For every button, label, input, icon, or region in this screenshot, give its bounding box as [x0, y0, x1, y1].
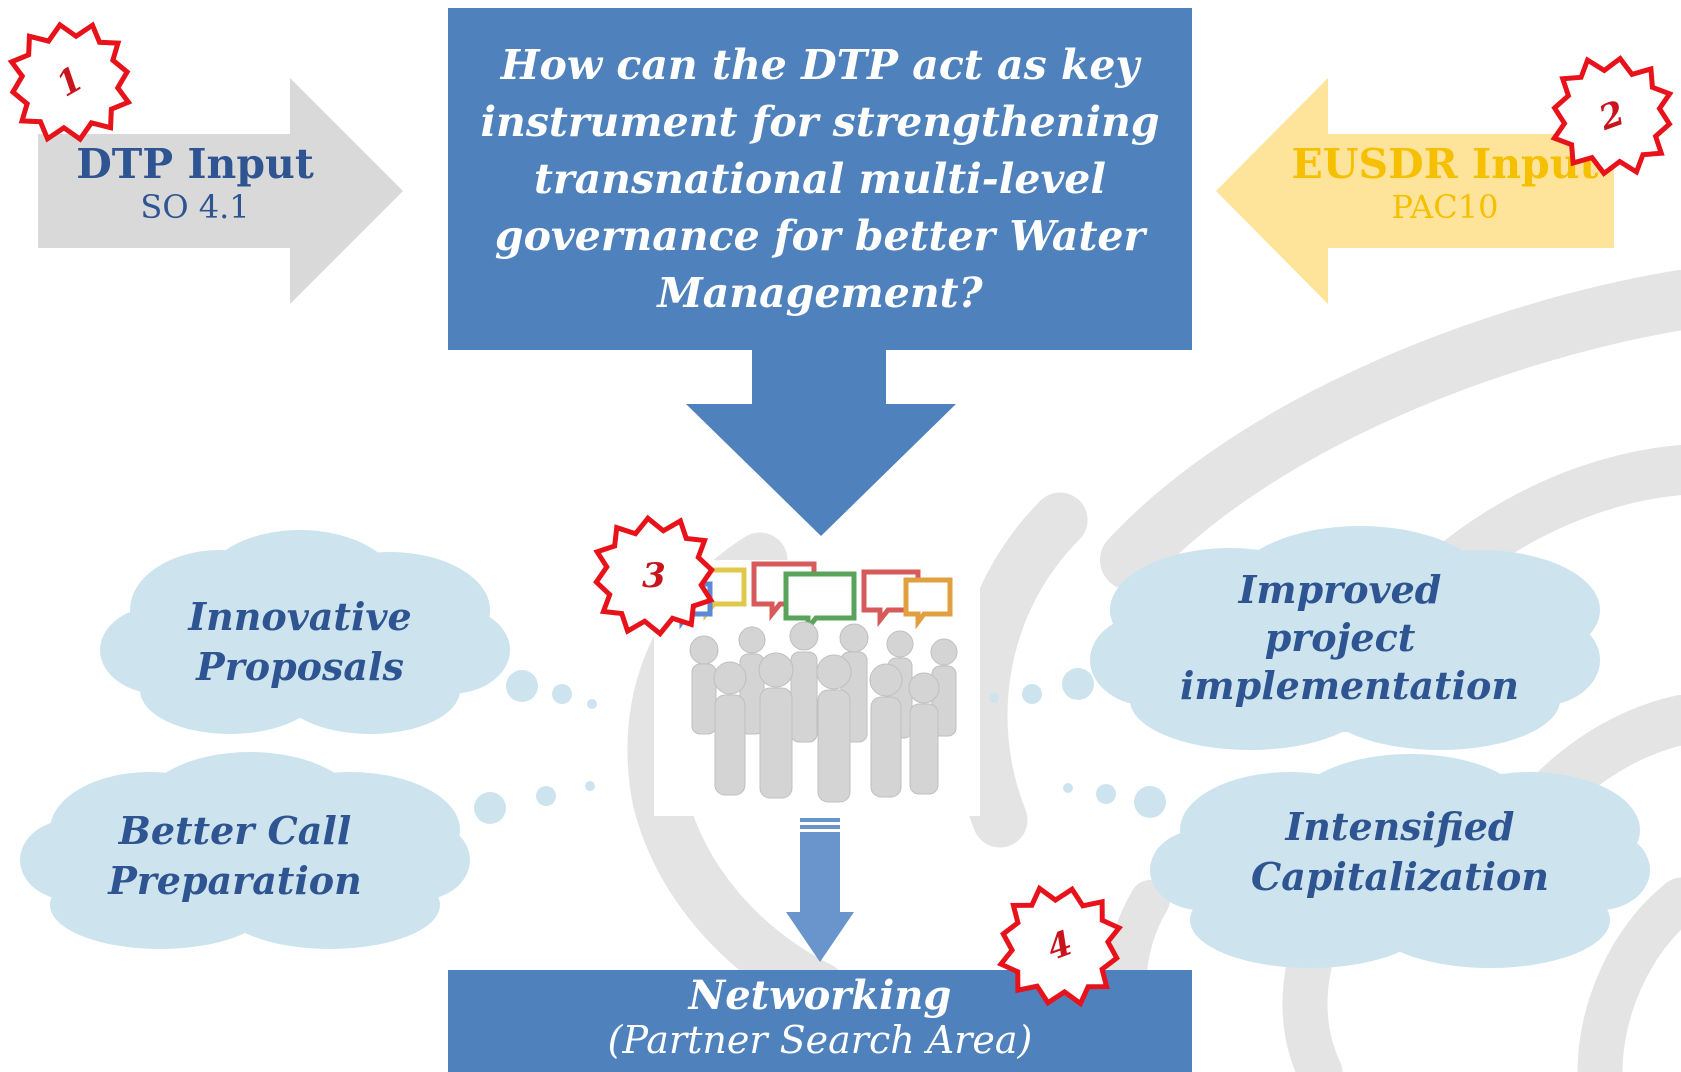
- main-question: How can the DTP act as key instrument fo…: [448, 8, 1192, 350]
- cloud-improved: [989, 526, 1600, 750]
- networking-subtitle: (Partner Search Area): [607, 1018, 1033, 1062]
- cloud-better-call-line2: Preparation: [108, 858, 362, 903]
- cloud-better-call: [20, 752, 595, 949]
- cloud-intensified: [1063, 754, 1650, 968]
- cloud-better-call-text: Better Call Preparation: [80, 806, 390, 906]
- main-question-box: [448, 8, 1192, 350]
- eusdr-input-label: EUSDR Input PAC10: [1270, 140, 1620, 226]
- cloud-better-call-line1: Better Call: [118, 808, 352, 853]
- down-arrow: [686, 350, 956, 536]
- small-down-arrow: [786, 818, 854, 962]
- cloud-innovative-line1: Innovative: [188, 594, 412, 639]
- eusdr-input-subtitle: PAC10: [1391, 188, 1499, 226]
- badge-3: 3: [590, 512, 717, 639]
- networking-title: Networking: [688, 972, 952, 1019]
- cloud-intensified-text: Intensified Capitalization: [1240, 802, 1560, 902]
- cloud-improved-line2: project: [1264, 615, 1416, 660]
- cloud-innovative: [100, 530, 597, 734]
- cloud-innovative-text: Innovative Proposals: [150, 592, 450, 692]
- badge-4: 4: [991, 877, 1129, 1015]
- cloud-improved-line1: Improved: [1238, 567, 1442, 612]
- dtp-input-label: DTP Input SO 4.1: [40, 140, 350, 226]
- main-question-text: How can the DTP act as key instrument fo…: [480, 40, 1160, 317]
- cloud-improved-line3: implementation: [1180, 663, 1519, 708]
- badge-3-label: 3: [642, 556, 666, 596]
- badge-2: 2: [1546, 50, 1677, 181]
- eusdr-input-title: EUSDR Input: [1291, 140, 1599, 188]
- dtp-input-subtitle: SO 4.1: [140, 188, 250, 226]
- cloud-intensified-line1: Intensified: [1285, 804, 1515, 849]
- networking-label: Networking (Partner Search Area): [448, 972, 1192, 1063]
- cloud-improved-text: Improved project implementation: [1180, 566, 1519, 710]
- dtp-input-arrow: [38, 78, 403, 304]
- eusdr-input-arrow: [1216, 78, 1614, 304]
- badge-1: 1: [3, 15, 137, 149]
- cloud-intensified-line2: Capitalization: [1250, 854, 1550, 899]
- cloud-innovative-line2: Proposals: [196, 644, 404, 689]
- dtp-input-title: DTP Input: [76, 140, 314, 188]
